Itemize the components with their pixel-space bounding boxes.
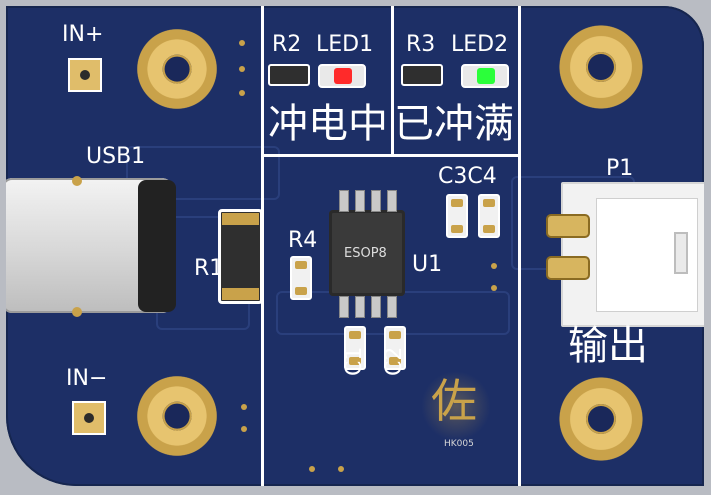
led2-green-light <box>477 68 495 84</box>
via <box>338 466 344 472</box>
silk-divider-right <box>518 6 521 486</box>
u1-label: U1 <box>412 252 443 277</box>
logo-character: 佐 <box>431 374 477 428</box>
mounting-hole-bottom-left <box>132 371 222 461</box>
c2-capacitor <box>384 326 406 370</box>
usb-c-body <box>138 180 176 312</box>
silk-divider-horizontal <box>261 154 521 157</box>
usb-label: USB1 <box>86 144 146 169</box>
silk-divider-left <box>261 6 264 486</box>
u1-pin <box>355 296 365 318</box>
via <box>491 285 497 291</box>
via <box>241 426 247 432</box>
r3-label: R3 <box>406 32 436 57</box>
c1-capacitor <box>344 326 366 370</box>
c3-end <box>451 225 463 233</box>
charging-label: 冲电中 <box>268 101 388 147</box>
via <box>491 263 497 269</box>
r4-end <box>295 261 307 269</box>
led1-red-light <box>334 68 352 84</box>
in-minus-pad <box>72 401 106 435</box>
via <box>239 90 245 96</box>
u1-pin <box>371 190 381 212</box>
usb-pad <box>72 176 82 186</box>
u1-pin <box>339 190 349 212</box>
full-label: 已冲满 <box>394 101 514 147</box>
mounting-hole-top-right <box>554 20 648 114</box>
c1-label: C1 <box>342 346 367 376</box>
p1-label: P1 <box>606 156 634 181</box>
via <box>309 466 315 472</box>
p1-pin-2 <box>546 256 590 280</box>
logo-subtitle: HK005 <box>444 439 474 449</box>
usb-pad <box>72 307 82 317</box>
c2-end <box>389 331 401 339</box>
mounting-hole-top-left <box>132 24 222 114</box>
silk-divider-mid <box>391 6 394 156</box>
p1-pin-1 <box>546 214 590 238</box>
r1-label: R1 <box>194 256 224 281</box>
c2-end <box>389 357 401 365</box>
u1-pin <box>387 190 397 212</box>
u1-pin <box>371 296 381 318</box>
via <box>239 66 245 72</box>
via <box>241 404 247 410</box>
r4-label: R4 <box>288 228 318 253</box>
u1-pin <box>355 190 365 212</box>
c1-end <box>349 331 361 339</box>
c3c4-label: C3C4 <box>438 164 497 189</box>
in-minus-label: IN− <box>66 366 108 391</box>
output-label: 输出 <box>568 323 648 369</box>
c4-end <box>483 199 495 207</box>
r1-end-bottom <box>222 288 259 300</box>
via <box>239 40 245 46</box>
in-plus-pad <box>68 58 102 92</box>
c4-capacitor <box>478 194 500 238</box>
trace <box>126 146 280 200</box>
c4-end <box>483 225 495 233</box>
led2-label: LED2 <box>451 32 509 57</box>
c3-capacitor <box>446 194 468 238</box>
c1-end <box>349 357 361 365</box>
r2-label: R2 <box>272 32 302 57</box>
in-plus-label: IN+ <box>62 22 104 47</box>
r1-end-top <box>222 213 259 225</box>
r3-resistor <box>401 64 443 86</box>
r2-resistor <box>268 64 310 86</box>
r4-resistor <box>290 256 312 300</box>
mounting-hole-bottom-right <box>554 372 648 466</box>
chip-marking: ESOP8 <box>344 246 387 261</box>
p1-connector-slot <box>674 232 688 274</box>
c2-label: C2 <box>382 346 407 376</box>
pcb-board: IN+ IN− USB1 R1 R2 LED1 R3 LED2 冲电中 已冲满 … <box>6 6 704 486</box>
logo-mark <box>421 371 491 441</box>
u1-pin <box>339 296 349 318</box>
c3-end <box>451 199 463 207</box>
r4-end <box>295 287 307 295</box>
u1-pin <box>387 296 397 318</box>
u1-chip <box>329 210 405 296</box>
led1-label: LED1 <box>316 32 374 57</box>
